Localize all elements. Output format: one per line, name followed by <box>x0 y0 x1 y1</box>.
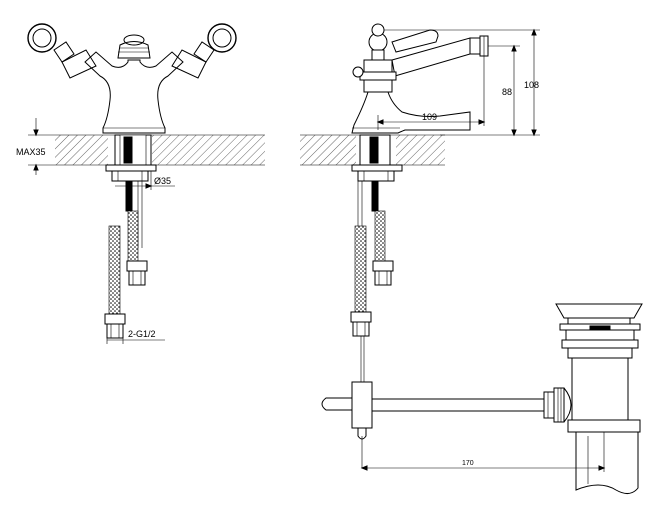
label-total-height: 108 <box>524 80 539 90</box>
label-max-deck: MAX35 <box>16 147 46 157</box>
waste-body <box>555 303 643 494</box>
dim-max35: MAX35 <box>16 118 55 175</box>
label-reach: 109 <box>422 112 437 122</box>
dim-spout-height: 88 <box>440 44 520 137</box>
dim-total-height: 108 <box>384 28 540 137</box>
front-hoses <box>104 210 148 339</box>
label-connection: 2-G1/2 <box>128 329 156 339</box>
label-spout-height: 88 <box>502 87 512 97</box>
front-shank <box>105 134 157 248</box>
side-hoses <box>350 210 394 337</box>
front-tap-body <box>27 23 237 134</box>
front-deck <box>55 133 265 167</box>
side-tap-body <box>351 23 489 134</box>
side-view: 109 88 108 <box>300 23 540 337</box>
dim-reach: 109 <box>376 56 486 130</box>
dim-waste-length: 170 <box>360 460 606 472</box>
pull-rod <box>351 336 373 468</box>
front-view: MAX35 Ø35 2-G1/2 <box>16 23 265 344</box>
waste-assembly: 170 <box>321 303 643 494</box>
label-waste-length: 170 <box>462 460 474 467</box>
lever-rod <box>321 387 572 423</box>
dim-diameter: Ø35 <box>115 171 175 190</box>
label-hole-diameter: Ø35 <box>154 176 171 186</box>
dim-connection: 2-G1/2 <box>106 329 165 344</box>
